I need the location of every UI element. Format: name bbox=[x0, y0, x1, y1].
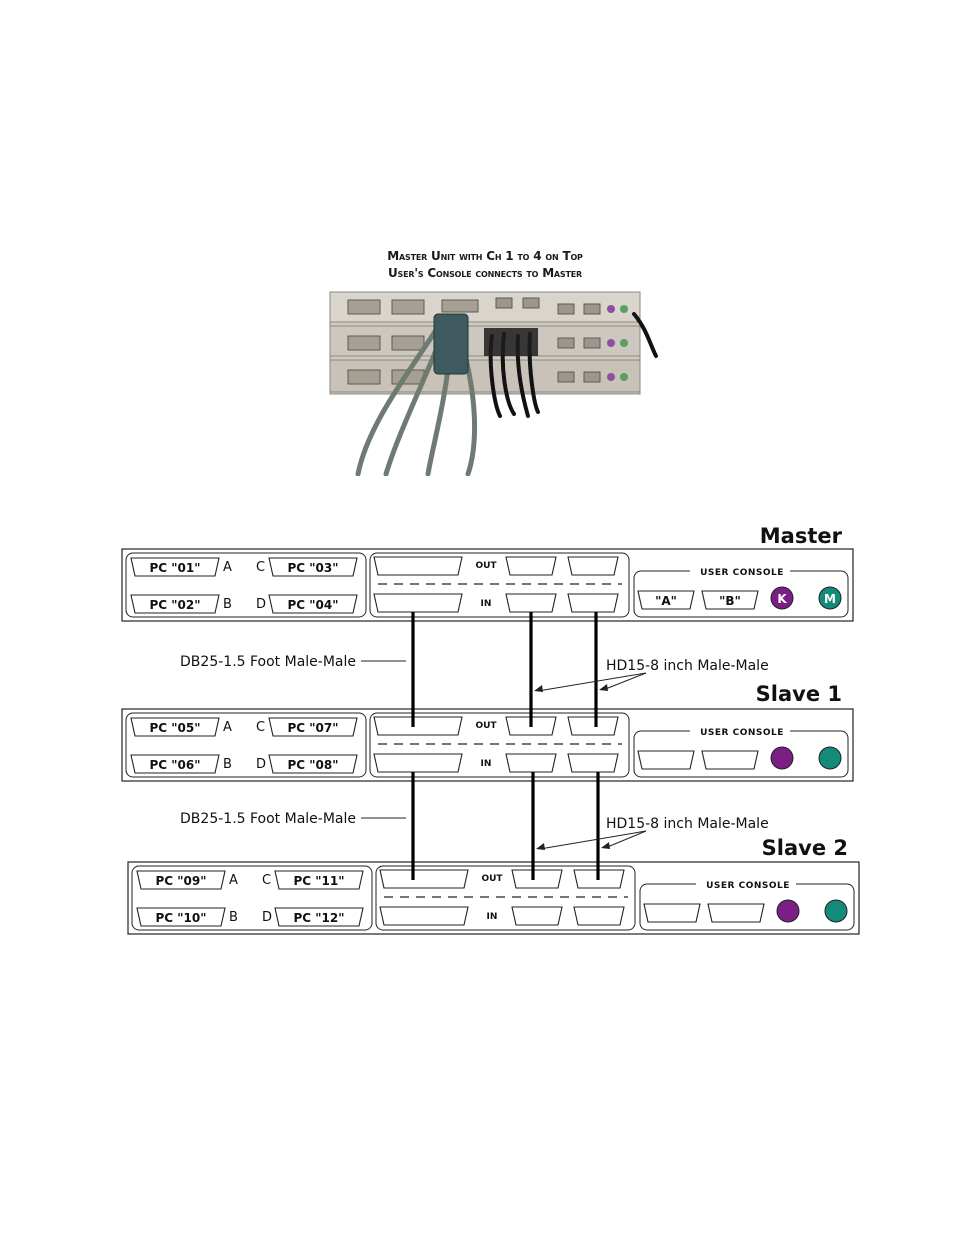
channel-letter: B bbox=[223, 597, 232, 612]
db25-cable-label: DB25-1.5 Foot Male-Male bbox=[180, 811, 356, 827]
pc-port bbox=[136, 907, 226, 927]
photo-caption-line1: Master Unit with Ch 1 to 4 on Top bbox=[387, 249, 583, 263]
channel-letter: A bbox=[229, 873, 238, 888]
mouse-label: M bbox=[824, 592, 836, 606]
pc-port-label: PC "12" bbox=[294, 911, 345, 925]
channel-letter: C bbox=[256, 720, 265, 735]
pc-port bbox=[274, 870, 364, 890]
hd15-in-port-2 bbox=[567, 593, 619, 613]
pc-port bbox=[268, 594, 358, 614]
hd15-in-port-2 bbox=[573, 906, 625, 926]
channel-letter: C bbox=[256, 560, 265, 575]
pc-port-label: PC "06" bbox=[150, 758, 201, 772]
console-label-gap bbox=[690, 565, 790, 577]
console-label: USER CONSOLE bbox=[700, 568, 784, 578]
arrowhead bbox=[536, 843, 545, 850]
out-label: OUT bbox=[475, 561, 497, 571]
unit-title: Slave 2 bbox=[762, 836, 848, 860]
hd15-out-port-1 bbox=[511, 869, 563, 889]
hd15-cable-label: HD15-8 inch Male-Male bbox=[606, 816, 769, 832]
hd15-out-port-2 bbox=[567, 556, 619, 576]
pc-port-label: PC "03" bbox=[288, 561, 339, 575]
db25-out-port bbox=[373, 716, 463, 736]
arrowhead bbox=[534, 685, 543, 692]
console-video-b bbox=[701, 590, 759, 610]
console-label: USER CONSOLE bbox=[700, 728, 784, 738]
arrowhead bbox=[601, 842, 610, 849]
out-label: OUT bbox=[481, 874, 503, 884]
mouse-port bbox=[818, 586, 842, 610]
console-video-b bbox=[701, 750, 759, 770]
channel-letter: C bbox=[262, 873, 271, 888]
hd15-leader-2 bbox=[604, 830, 647, 849]
pc-port-label: PC "07" bbox=[288, 721, 339, 735]
console-video-a bbox=[637, 750, 695, 770]
pc-port-label: PC "01" bbox=[150, 561, 201, 575]
console-video-a bbox=[643, 903, 701, 923]
mouse-port bbox=[818, 746, 842, 770]
in-label: IN bbox=[481, 599, 492, 609]
pc-port bbox=[268, 557, 358, 577]
pc-port-label: PC "05" bbox=[150, 721, 201, 735]
hd15-in-port-1 bbox=[511, 906, 563, 926]
pc-port bbox=[136, 870, 226, 890]
in-label: IN bbox=[487, 912, 498, 922]
console-a-label: "A" bbox=[655, 594, 677, 608]
hd15-in-port-1 bbox=[505, 753, 557, 773]
pc-port bbox=[130, 594, 220, 614]
channel-letter: D bbox=[256, 597, 266, 612]
channel-letter: B bbox=[223, 757, 232, 772]
in-label: IN bbox=[481, 759, 492, 769]
channel-letter: B bbox=[229, 910, 238, 925]
out-label: OUT bbox=[475, 721, 497, 731]
hd15-out-port-1 bbox=[505, 556, 557, 576]
keyboard-port bbox=[770, 746, 794, 770]
hd15-leader-1 bbox=[539, 830, 647, 850]
channel-letter: A bbox=[223, 720, 232, 735]
db25-out-port bbox=[379, 869, 469, 889]
console-label-gap bbox=[696, 878, 796, 890]
hd15-leader-1 bbox=[537, 672, 647, 692]
hd15-in-port-2 bbox=[567, 753, 619, 773]
console-video-a bbox=[637, 590, 695, 610]
pc-port bbox=[130, 717, 220, 737]
pc-port bbox=[268, 717, 358, 737]
mouse-port bbox=[824, 899, 848, 923]
db25-in-port bbox=[379, 906, 469, 926]
arrowhead bbox=[599, 684, 608, 691]
pc-port-label: PC "10" bbox=[156, 911, 207, 925]
photo-caption-line2: User's Console connects to Master bbox=[388, 266, 582, 280]
pc-port bbox=[274, 907, 364, 927]
keyboard-port bbox=[770, 586, 794, 610]
channel-letter: A bbox=[223, 560, 232, 575]
pc-port-label: PC "02" bbox=[150, 598, 201, 612]
keyboard-port bbox=[776, 899, 800, 923]
channel-letter: D bbox=[262, 910, 272, 925]
kvm-stack-photo bbox=[328, 284, 658, 476]
db25-in-port bbox=[373, 753, 463, 773]
db25-in-port bbox=[373, 593, 463, 613]
unit-title: Slave 1 bbox=[756, 682, 842, 706]
console-video-b bbox=[707, 903, 765, 923]
unit-title: Master bbox=[760, 524, 843, 548]
db25-out-port bbox=[373, 556, 463, 576]
pc-port-label: PC "09" bbox=[156, 874, 207, 888]
pc-port bbox=[268, 754, 358, 774]
db25-cable-label: DB25-1.5 Foot Male-Male bbox=[180, 654, 356, 670]
hd15-leader-2 bbox=[602, 672, 647, 691]
console-b-label: "B" bbox=[719, 594, 741, 608]
pc-port-label: PC "08" bbox=[288, 758, 339, 772]
keyboard-label: K bbox=[777, 592, 787, 606]
hd15-in-port-1 bbox=[505, 593, 557, 613]
pc-port bbox=[130, 754, 220, 774]
hd15-cable-label: HD15-8 inch Male-Male bbox=[606, 658, 769, 674]
hd15-out-port-2 bbox=[567, 716, 619, 736]
console-label-gap bbox=[690, 725, 790, 737]
pc-port-label: PC "11" bbox=[294, 874, 345, 888]
pc-port-label: PC "04" bbox=[288, 598, 339, 612]
channel-letter: D bbox=[256, 757, 266, 772]
pc-port bbox=[130, 557, 220, 577]
console-label: USER CONSOLE bbox=[706, 881, 790, 891]
